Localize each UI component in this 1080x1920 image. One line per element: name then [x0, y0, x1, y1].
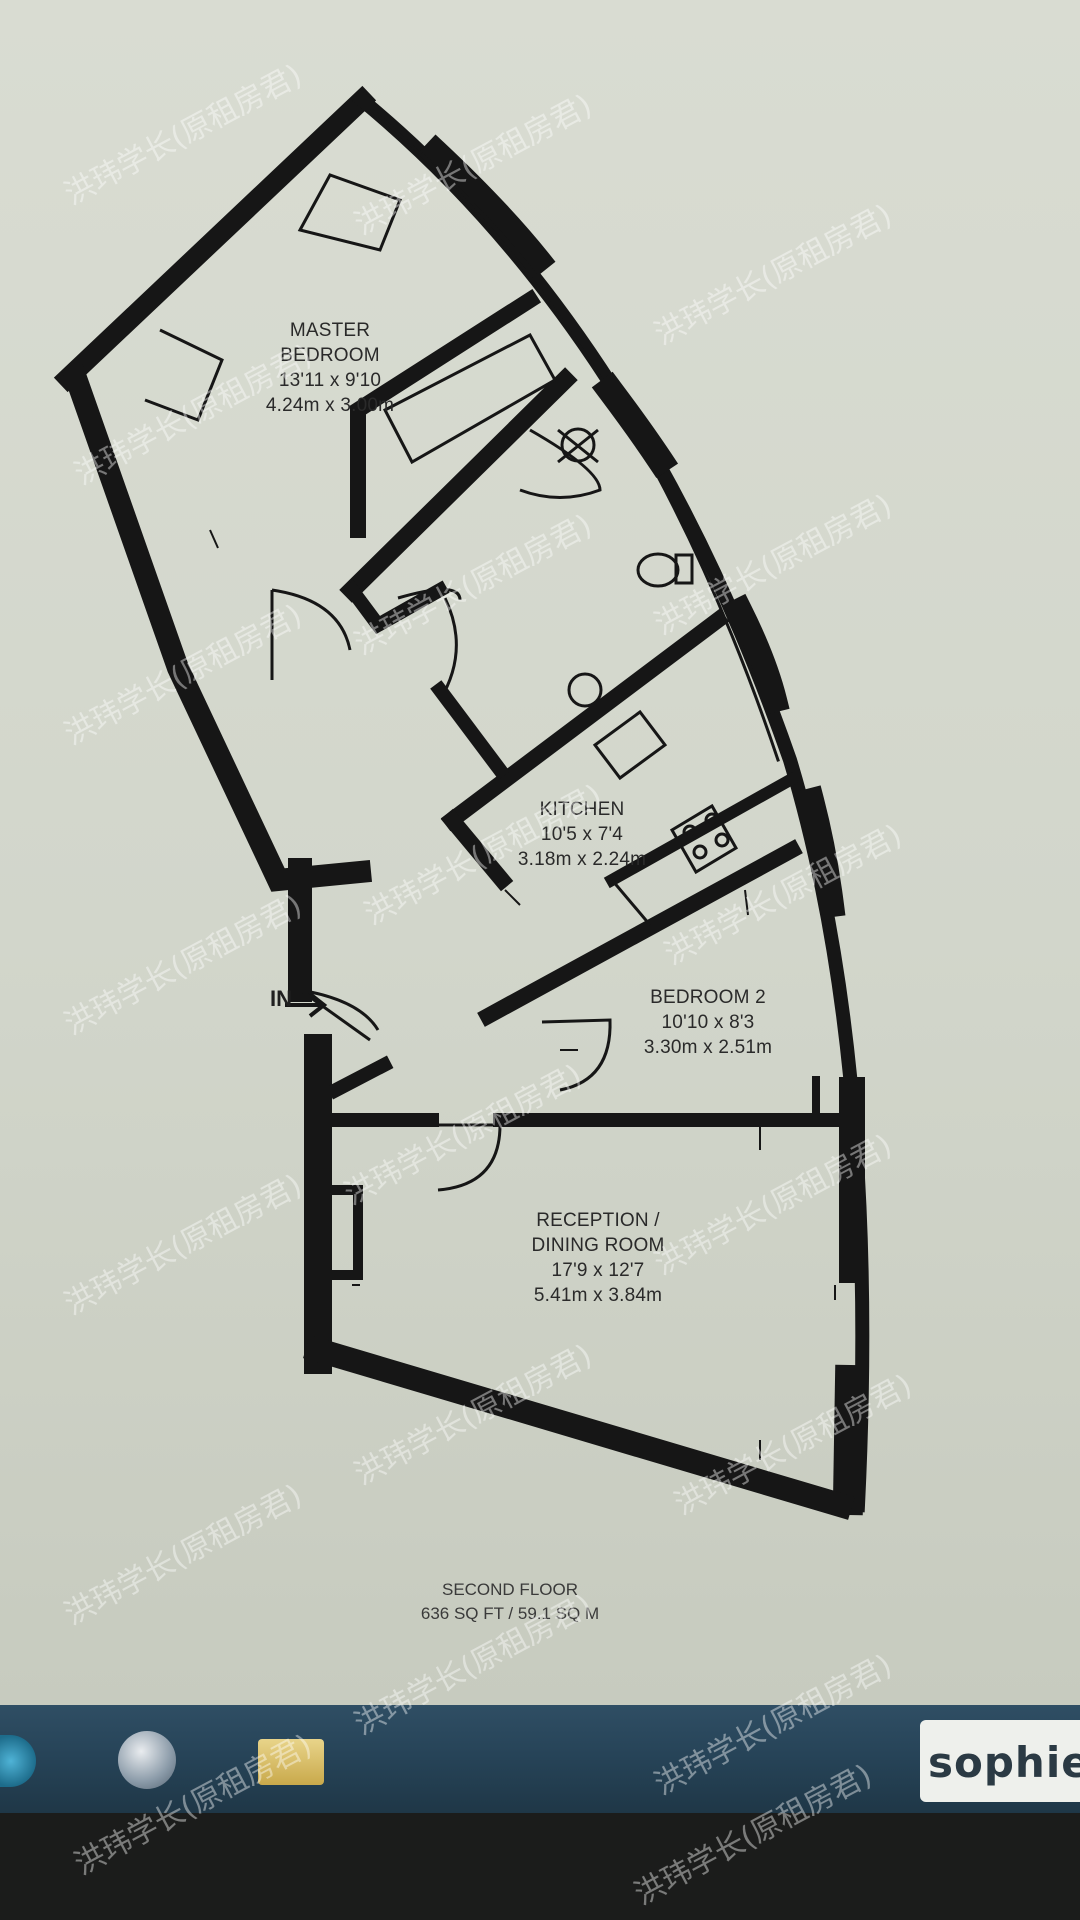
floor-name: SECOND FLOOR	[441, 1580, 579, 1599]
wall-kitchen-left	[440, 808, 514, 892]
master-door-leaf-2	[438, 597, 458, 701]
room-name: BEDROOM 2	[650, 987, 766, 1008]
hob-icon	[669, 803, 739, 875]
wall-door-jamb	[342, 580, 450, 635]
toilet-icon	[636, 552, 680, 588]
kitchen-fixtures	[592, 709, 739, 926]
shower-head-icon	[560, 427, 596, 463]
wall-left-slant	[61, 363, 373, 892]
facade-pier-4	[797, 785, 846, 919]
reception-label: RECEPTION / DINING ROOM 17'9 x 12'7 5.41…	[531, 1208, 664, 1308]
sink-icon	[592, 709, 668, 781]
room-name: BEDROOM	[280, 345, 380, 366]
master-door	[270, 588, 352, 680]
hob-ring-icon	[704, 812, 720, 828]
master-desk	[382, 332, 558, 465]
wall-wardrobe	[350, 288, 542, 538]
room-name: KITCHEN	[539, 799, 625, 820]
badge-text: sophie	[928, 1738, 1080, 1787]
hob-ring-icon	[682, 824, 698, 840]
bedroom2-door	[541, 1018, 612, 1092]
inner-walls	[323, 288, 842, 1280]
facade-window-line	[369, 107, 780, 762]
hob-ring-icon	[692, 844, 708, 860]
hob-ring-icon	[714, 832, 730, 848]
wall-bath-kitchen	[440, 608, 730, 832]
facade-pier-3	[723, 593, 790, 715]
folder-icon[interactable]	[258, 1739, 324, 1785]
wall-kitchen-bed2	[477, 839, 803, 1027]
bedroom2-label: BEDROOM 2 10'10 x 8'3 3.30m x 2.51m	[644, 985, 772, 1060]
basin-icon	[567, 672, 603, 708]
monitor-screen: MASTER BEDROOM 13'11 x 9'10 4.24m x 3.00…	[0, 0, 1080, 1705]
start-icon[interactable]	[0, 1735, 36, 1787]
monitor-bezel	[0, 1813, 1080, 1920]
room-name: MASTER	[289, 320, 371, 341]
facade-pier-6	[832, 1364, 866, 1516]
wall-master-bath	[339, 367, 578, 603]
reception-radiator	[331, 1185, 363, 1280]
entrance-label: IN	[270, 986, 292, 1011]
room-metric-size: 5.41m x 3.84m	[533, 1285, 663, 1306]
room-name: RECEPTION /	[536, 1210, 660, 1231]
doors	[270, 428, 612, 1192]
wardrobes	[144, 173, 558, 465]
shower-door	[519, 428, 602, 499]
wardrobe-top	[297, 173, 402, 252]
entrance-door	[299, 988, 380, 1042]
wall-bath-left	[430, 680, 510, 780]
wall-kitchen-counter	[603, 771, 799, 889]
kitchen-label: KITCHEN 10'5 x 7'4 3.18m x 2.24m	[518, 797, 646, 872]
sophie-badge[interactable]: sophie	[920, 1720, 1080, 1802]
dimension-ticks	[209, 529, 836, 1460]
facade-pier-2	[591, 371, 679, 479]
room-metric-size: 3.18m x 2.24m	[517, 849, 647, 870]
room-imperial-size: 17'9 x 12'7	[551, 1260, 645, 1281]
master-bedroom-label: MASTER BEDROOM 13'11 x 9'10 4.24m x 3.00…	[266, 318, 394, 418]
floor-caption: SECOND FLOOR 636 SQ FT / 59.1 SQ M	[421, 1578, 599, 1626]
floor-plan	[53, 85, 870, 1520]
taskbar	[0, 1705, 1080, 1813]
shower-drain-icon	[557, 428, 599, 464]
wall-hall-cupboard	[326, 1055, 394, 1100]
wall-bottom	[303, 1335, 855, 1520]
room-imperial-size: 13'11 x 9'10	[278, 370, 382, 391]
browser-icon[interactable]	[118, 1731, 176, 1789]
room-imperial-size: 10'10 x 8'3	[661, 1012, 755, 1033]
wall-top-left	[53, 85, 377, 393]
facade-pier-1	[420, 134, 556, 276]
wardrobe-left	[144, 328, 224, 422]
reception-door	[430, 1123, 502, 1192]
room-name: DINING ROOM	[531, 1235, 665, 1256]
room-metric-size: 4.24m x 3.00m	[265, 395, 395, 416]
outer-walls	[53, 85, 870, 1520]
entrance-arrow-icon	[285, 992, 328, 1018]
room-imperial-size: 10'5 x 7'4	[540, 824, 624, 845]
room-metric-size: 3.30m x 2.51m	[643, 1037, 773, 1058]
floor-area: 636 SQ FT / 59.1 SQ M	[420, 1604, 600, 1623]
counter-edge	[610, 879, 652, 926]
bath-door	[397, 588, 462, 601]
toilet-cistern-icon	[674, 553, 694, 585]
bathroom-fixtures	[557, 427, 694, 708]
